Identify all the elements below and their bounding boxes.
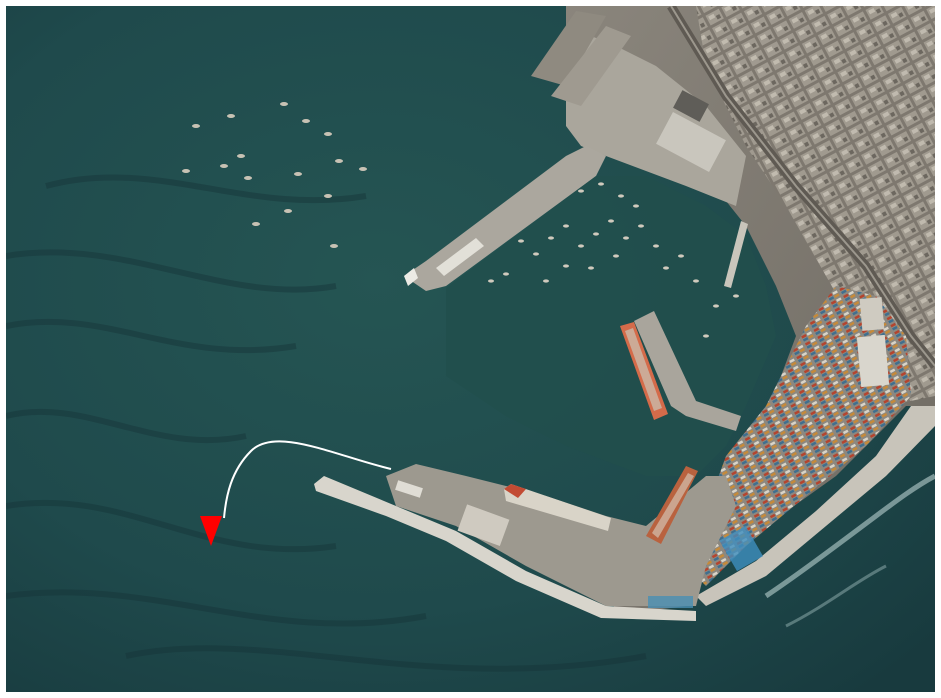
north-pier (531, 11, 606, 86)
curved-arrow-icon (223, 440, 392, 519)
ship-south-2-deck (652, 473, 694, 538)
sea-wave-texture (6, 174, 647, 672)
warehouse-east (856, 334, 890, 388)
south-breakwater (314, 476, 696, 621)
south-warehouse (457, 504, 510, 547)
warehouse-east-2 (859, 297, 885, 331)
fishing-boats-outer (182, 102, 367, 248)
north-mole-tip (404, 268, 418, 286)
inner-jetty (724, 221, 748, 288)
satellite-port-image (6, 6, 935, 692)
central-pier (634, 311, 741, 431)
red-arrowhead-icon (200, 516, 222, 546)
blue-area-1 (719, 525, 763, 572)
container-yard-east (686, 286, 911, 586)
south-shed (395, 480, 423, 498)
ship-south-1-hull (504, 484, 526, 498)
fishing-boats-inner (488, 182, 739, 338)
satellite-image-frame (6, 6, 935, 692)
north-mole-shed (436, 238, 484, 276)
surf-foam-2 (785, 564, 887, 628)
east-seawall (696, 406, 935, 606)
ship-south-1 (504, 484, 611, 531)
warehouse-north-2 (673, 90, 709, 122)
ship-central-deck (625, 328, 662, 411)
south-terminal (386, 464, 736, 606)
blue-area-2 (648, 596, 693, 608)
coastal-avenue-median (670, 6, 935, 367)
north-pier-2 (551, 26, 631, 106)
warehouse-north (656, 112, 726, 172)
surf-foam (764, 473, 935, 599)
